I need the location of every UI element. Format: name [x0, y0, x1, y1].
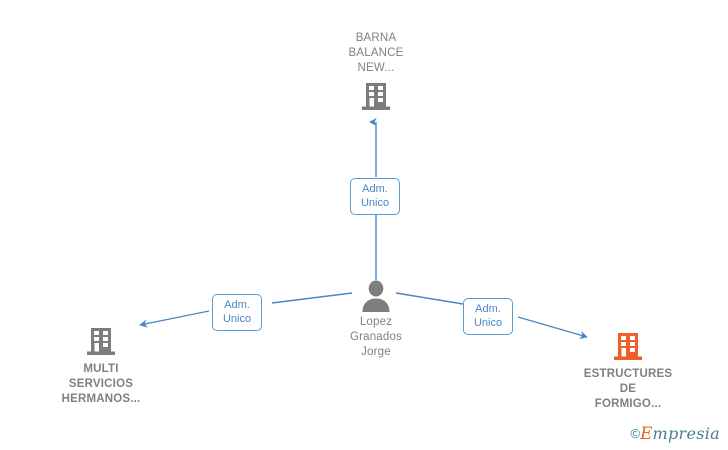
edge-label-lopez-barna[interactable]: Adm. Unico [350, 178, 400, 215]
graph-node-estructures[interactable]: ESTRUCTURES DE FORMIGO... [558, 330, 698, 412]
brand-name: mpresia [652, 424, 720, 443]
node-label-estructures: ESTRUCTURES DE FORMIGO... [583, 368, 673, 410]
copyright-icon: © [630, 426, 641, 441]
company-building-icon [362, 83, 390, 110]
edge-label-lopez-multi[interactable]: Adm. Unico [212, 294, 262, 331]
graph-node-barna[interactable]: BARNA BALANCE NEW... [306, 31, 446, 114]
company-building-icon [87, 328, 115, 355]
graph-node-lopez[interactable]: Lopez Granados Jorge [306, 280, 446, 360]
brand-initial: E [640, 424, 653, 444]
node-label-barna: BARNA BALANCE NEW... [348, 32, 404, 74]
graph-node-multi-servicios[interactable]: MULTI SERVICIOS HERMANOS... [31, 325, 171, 407]
edge-line-lopez-multi-outer [139, 310, 210, 328]
node-label-multi-servicios: MULTI SERVICIOS HERMANOS... [61, 363, 141, 405]
node-label-lopez: Lopez Granados Jorge [349, 316, 403, 358]
empresia-watermark: ©Empresia [630, 425, 720, 444]
person-icon [362, 280, 390, 312]
edge-label-lopez-estructures[interactable]: Adm. Unico [463, 298, 513, 335]
company-building-icon [614, 333, 642, 360]
